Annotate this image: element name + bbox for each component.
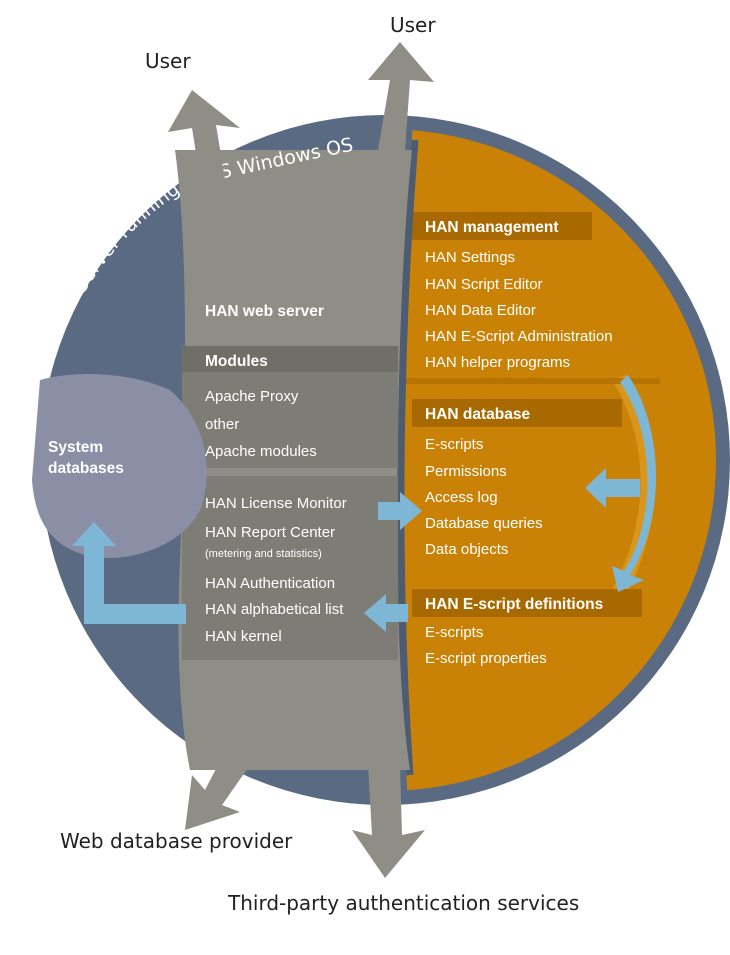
mgmt-item: HAN Settings (425, 249, 515, 266)
user-label-right: User (390, 13, 436, 37)
han-component-item: HAN alphabetical list (205, 601, 344, 618)
modules-band (182, 346, 398, 372)
modules-area (182, 372, 398, 468)
user-arrow-right (368, 42, 434, 150)
mgmt-item: HAN E-Script Administration (425, 328, 613, 345)
db-header-bar (412, 399, 622, 427)
user-label-left: User (145, 49, 191, 73)
mgmt-item: HAN Data Editor (425, 302, 536, 319)
web-db-provider-arrow (185, 765, 250, 830)
module-item: Apache modules (205, 443, 317, 460)
column-separator (397, 139, 419, 776)
mgmt-header-bar (412, 212, 592, 240)
han-components-area (182, 476, 398, 660)
web-server-column (175, 150, 412, 770)
web-server-title: HAN web server (205, 303, 324, 320)
mgmt-item: HAN Script Editor (425, 276, 543, 293)
han-component-item: HAN Report Center (205, 524, 335, 541)
web-database-provider-label: Web database provider (60, 829, 293, 853)
han-component-item: HAN kernel (205, 628, 282, 645)
third-party-auth-label: Third-party authentication services (227, 891, 579, 915)
system-databases-label-1: System (48, 439, 103, 456)
db-item: E-scripts (425, 436, 483, 453)
third-party-arrow (352, 765, 425, 878)
db-item: Access log (425, 489, 498, 506)
han-component-item: HAN License Monitor (205, 495, 347, 512)
module-item: other (205, 416, 239, 433)
report-center-note: (metering and statistics) (205, 548, 322, 560)
db-item: Data objects (425, 541, 508, 558)
db-header: HAN database (425, 406, 530, 423)
modules-header: Modules (205, 353, 268, 370)
escript-item: E-script properties (425, 650, 547, 667)
escript-item: E-scripts (425, 624, 483, 641)
escript-header: HAN E-script definitions (425, 596, 603, 613)
module-item: Apache Proxy (205, 388, 299, 405)
mgmt-item: HAN helper programs (425, 354, 570, 371)
system-databases-label-2: databases (48, 460, 124, 477)
system-databases: System databases (32, 374, 207, 558)
mgmt-header: HAN management (425, 219, 559, 236)
escript-header-bar (412, 589, 642, 617)
db-item: Permissions (425, 463, 507, 480)
flow-arrows (72, 375, 657, 632)
db-item: Database queries (425, 515, 543, 532)
user-arrow-left (168, 90, 240, 210)
han-component-item: HAN Authentication (205, 575, 335, 592)
